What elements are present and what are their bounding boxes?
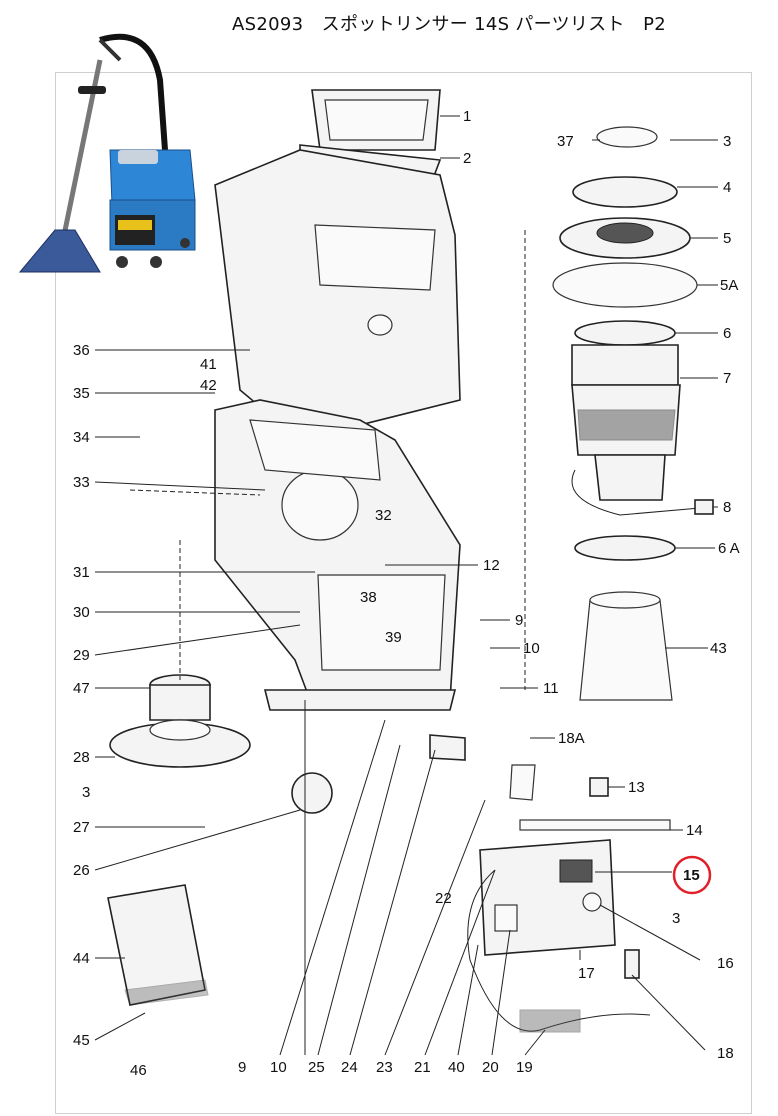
callout-3-left: 3: [82, 784, 90, 801]
callout-2: 2: [463, 150, 471, 167]
callout-33: 33: [73, 474, 90, 491]
lower-parts: [107, 674, 333, 1006]
page-title: AS2093 スポットリンサー 14S パーツリスト P2: [232, 14, 666, 35]
callout-17: 17: [578, 965, 595, 982]
callout-43: 43: [710, 640, 727, 657]
callout-27: 27: [73, 819, 90, 836]
spot-rinser-photo: [18, 33, 196, 273]
callout-37: 37: [557, 133, 574, 150]
callout-9: 9: [515, 612, 523, 629]
callout-35: 35: [73, 385, 90, 402]
callout-labels: 1 2 37 3 4 5 5A 6 7 8 6 A 43 36 41 42 35…: [73, 108, 740, 1079]
callout-31: 31: [73, 564, 90, 581]
callout-14: 14: [686, 822, 703, 839]
callout-23: 23: [376, 1059, 393, 1076]
callout-18A: 18A: [558, 730, 585, 747]
callout-47: 47: [73, 680, 90, 697]
callout-10: 10: [523, 640, 540, 657]
callout-15: 15: [683, 867, 700, 884]
callout-26: 26: [73, 862, 90, 879]
callout-5: 5: [723, 230, 731, 247]
callout-30: 30: [73, 604, 90, 621]
callout-10-bottom: 10: [270, 1059, 287, 1076]
callout-6A: 6 A: [718, 540, 740, 557]
callout-34: 34: [73, 429, 90, 446]
highlight-circle: [672, 855, 712, 895]
callout-22: 22: [435, 890, 452, 907]
callout-29: 29: [73, 647, 90, 664]
leader-lines: [94, 115, 718, 1056]
callout-7: 7: [723, 370, 731, 387]
callout-24: 24: [341, 1059, 358, 1076]
callout-8: 8: [723, 499, 731, 516]
callout-42: 42: [200, 377, 217, 394]
callout-18: 18: [717, 1045, 734, 1062]
callout-45: 45: [73, 1032, 90, 1049]
callout-32: 32: [375, 507, 392, 524]
callout-3-top: 3: [723, 133, 731, 150]
callout-6: 6: [723, 325, 731, 342]
motor-stack: [552, 126, 714, 701]
callout-44: 44: [73, 950, 90, 967]
callout-3-mid: 3: [672, 910, 680, 927]
callout-13: 13: [628, 779, 645, 796]
callout-21: 21: [414, 1059, 431, 1076]
callout-36: 36: [73, 342, 90, 359]
callout-11: 11: [543, 680, 559, 697]
callout-46: 46: [130, 1062, 147, 1079]
callout-9-bottom: 9: [238, 1059, 246, 1076]
callout-16: 16: [717, 955, 734, 972]
callout-19: 19: [516, 1059, 533, 1076]
callout-28: 28: [73, 749, 90, 766]
callout-38: 38: [360, 589, 377, 606]
callout-1: 1: [463, 108, 471, 125]
control-panel: [429, 734, 671, 1033]
callout-39: 39: [385, 629, 402, 646]
upper-housing: [214, 89, 461, 711]
callout-40: 40: [448, 1059, 465, 1076]
callout-25: 25: [308, 1059, 325, 1076]
callout-5A: 5A: [720, 277, 738, 294]
callout-41: 41: [200, 356, 217, 373]
callout-20: 20: [482, 1059, 499, 1076]
callout-12: 12: [483, 557, 500, 574]
callout-4: 4: [723, 179, 731, 196]
